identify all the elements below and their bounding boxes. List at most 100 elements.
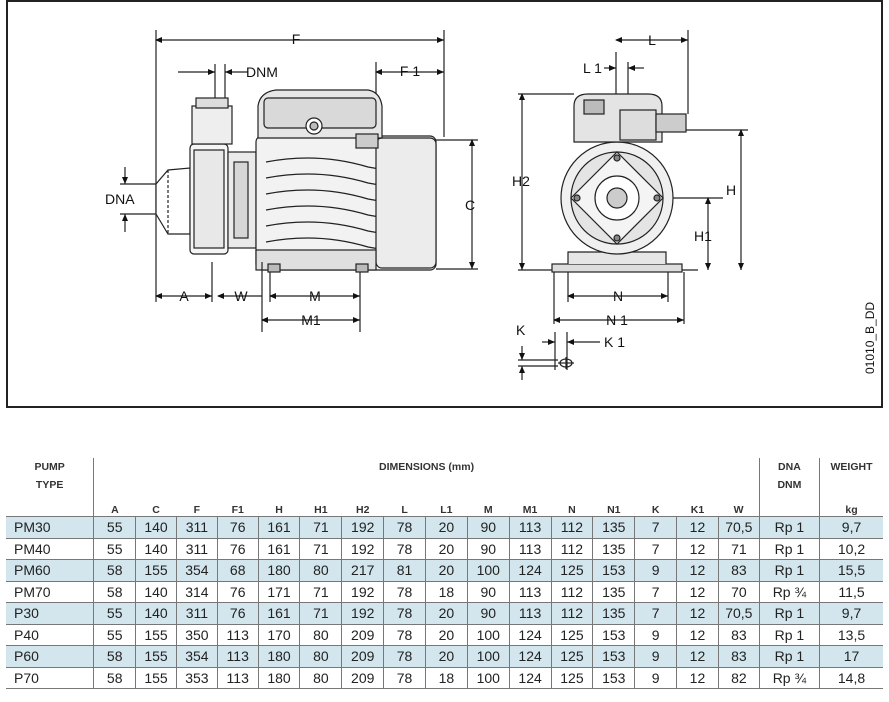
dimension-cell: 153 [592, 559, 635, 582]
dimension-cell: 7 [634, 516, 677, 539]
weight-unit: kg [819, 494, 883, 517]
dimension-cell: 78 [383, 624, 426, 646]
dimension-cell: 71 [717, 538, 760, 560]
dimension-cell: 78 [383, 602, 426, 625]
dimension-cell: 9 [634, 624, 677, 646]
drawing-ref-code: 01010_B_DD [863, 302, 877, 374]
dimension-cell: 113 [216, 624, 259, 646]
dimension-cell: 12 [676, 559, 719, 582]
dimension-cell: 18 [424, 667, 468, 689]
weight-cell: 9,7 [819, 516, 883, 539]
dna-cell: Rp 1 [758, 559, 820, 582]
dimension-cell: 155 [135, 559, 177, 582]
dimension-cell: 76 [216, 581, 259, 603]
dimension-cell: 70 [717, 581, 760, 603]
dimension-cell: 68 [216, 559, 259, 582]
pump-front-view [518, 30, 748, 380]
dimension-cell: 80 [299, 667, 342, 689]
dimension-cell: 171 [257, 581, 300, 603]
dimension-cell: 170 [257, 624, 300, 646]
dimension-cell: 112 [550, 581, 593, 603]
pump-side-view [120, 30, 478, 332]
dimension-cell: 192 [341, 602, 384, 625]
pump-header: PUMP [34, 461, 65, 473]
label-L1: L 1 [583, 60, 602, 76]
dimension-cell: 209 [341, 624, 384, 646]
dimension-cell: 155 [135, 667, 177, 689]
label-DNM: DNM [246, 64, 278, 80]
dimension-cell: 113 [216, 645, 259, 668]
dna-cell: Rp ¾ [758, 581, 820, 603]
dimension-cell: 140 [135, 538, 177, 560]
dimension-cell: 113 [216, 667, 259, 689]
dimension-cell: 113 [508, 516, 552, 539]
dimension-cell: 135 [592, 516, 635, 539]
dimension-cell: 124 [508, 624, 552, 646]
label-M: M [309, 288, 321, 304]
dimension-cell: 100 [466, 559, 510, 582]
column-header: N1 [592, 494, 635, 517]
dimension-cell: 80 [299, 559, 342, 582]
dimension-cell: 71 [299, 602, 342, 625]
column-header: F1 [217, 494, 259, 517]
dimension-cell: 180 [257, 667, 300, 689]
dimension-cell: 58 [93, 559, 136, 582]
dimension-cell: 217 [341, 559, 384, 582]
dimension-cell: 354 [175, 559, 218, 582]
dimension-cell: 113 [508, 538, 552, 560]
dimension-cell: 100 [466, 624, 510, 646]
dimension-cell: 100 [466, 667, 510, 689]
label-K1: K 1 [604, 334, 625, 350]
dimension-cell: 140 [135, 602, 177, 625]
dimension-cell: 135 [592, 602, 635, 625]
dimension-cell: 153 [592, 667, 635, 689]
dimension-cell: 18 [424, 581, 468, 603]
dimension-cell: 9 [634, 559, 677, 582]
dimension-cell: 155 [135, 645, 177, 668]
pump-type-cell: P70 [6, 667, 94, 689]
dimension-cell: 12 [676, 516, 719, 539]
dna-cell: Rp ¾ [758, 667, 820, 689]
dimension-cell: 314 [175, 581, 218, 603]
weight-cell: 13,5 [819, 624, 883, 646]
dimension-cell: 90 [466, 538, 510, 560]
dimension-cell: 20 [424, 559, 468, 582]
dimension-cell: 55 [93, 624, 136, 646]
dimension-cell: 354 [175, 645, 218, 668]
column-header: H2 [341, 494, 384, 517]
dimension-cell: 161 [257, 602, 300, 625]
dimension-cell: 78 [383, 667, 426, 689]
dimension-cell: 55 [93, 516, 136, 539]
column-header: W [718, 494, 760, 517]
dimension-cell: 12 [676, 538, 719, 560]
technical-drawing: F F 1 DNM DNA C A W M M1 L L 1 H2 H H1 N… [6, 0, 883, 408]
dimension-cell: 113 [508, 602, 552, 625]
dimension-cell: 83 [717, 645, 760, 668]
dimension-cell: 12 [676, 667, 719, 689]
column-header: N [551, 494, 593, 517]
column-header: A [93, 494, 136, 517]
dimension-cell: 180 [257, 645, 300, 668]
weight-cell: 15,5 [819, 559, 883, 582]
column-header: L1 [425, 494, 468, 517]
label-A: A [179, 288, 189, 304]
dimension-cell: 112 [550, 602, 593, 625]
dimension-cell: 83 [717, 559, 760, 582]
dimension-cell: 100 [466, 645, 510, 668]
label-DNA: DNA [105, 191, 135, 207]
dimension-cell: 81 [383, 559, 426, 582]
dna-cell: Rp 1 [758, 645, 820, 668]
type-header: TYPE [35, 479, 64, 491]
dimension-cell: 7 [634, 581, 677, 603]
dimension-cell: 353 [175, 667, 218, 689]
label-H1: H1 [694, 228, 712, 244]
label-N: N [613, 288, 623, 304]
label-M1: M1 [301, 312, 321, 328]
dimension-cell: 124 [508, 645, 552, 668]
dimension-cell: 311 [175, 516, 218, 539]
dimension-cell: 78 [383, 538, 426, 560]
